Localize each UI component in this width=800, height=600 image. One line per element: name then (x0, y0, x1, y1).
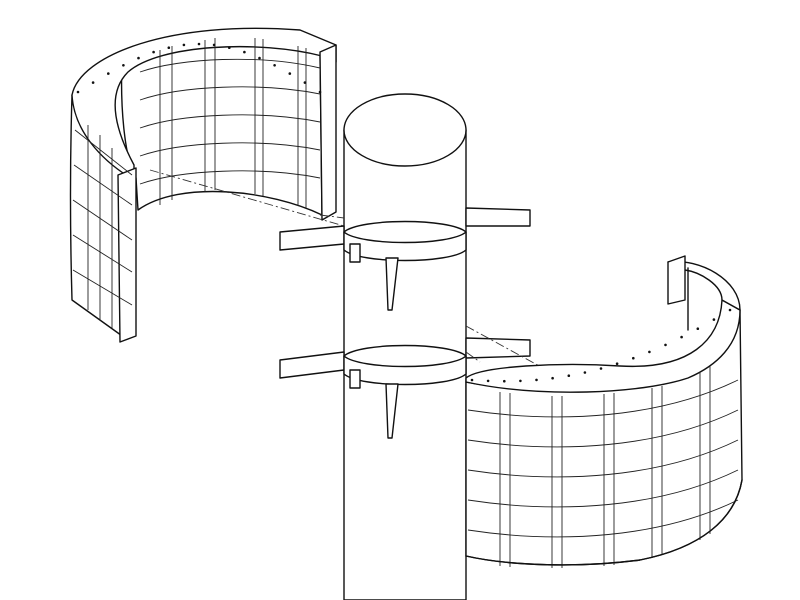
bolt-dot (696, 327, 700, 331)
bolt-dot (632, 356, 635, 360)
right-panel-bands (467, 379, 739, 538)
formwork-panel-right (465, 255, 743, 568)
bolt-dot (535, 378, 538, 382)
formwork-panel-left (69, 27, 337, 343)
bolt-dot (167, 46, 171, 49)
bolt-dot (728, 308, 732, 312)
bolt-dot (152, 50, 155, 54)
bolt-dot (212, 43, 216, 47)
bolt-dot (76, 90, 80, 94)
upper-clamp-band (343, 220, 467, 311)
bolt-dot (648, 350, 651, 354)
rim-bolts (76, 42, 732, 383)
bolt-dot (486, 379, 490, 383)
bolt-dot (664, 343, 667, 347)
bolt-dot (197, 42, 201, 46)
bolt-dot (258, 56, 261, 60)
clamp-rails (279, 207, 531, 379)
lower-clamp-band (343, 344, 467, 439)
bolt-dot (137, 56, 140, 60)
bolt-dot (228, 46, 231, 49)
bolt-dot (599, 367, 603, 370)
bolt-dot (583, 371, 587, 374)
bolt-dot (303, 81, 307, 84)
bolt-dot (503, 379, 506, 383)
bolt-dot (470, 378, 474, 382)
bolt-dot (680, 335, 683, 339)
bolt-dot (519, 379, 522, 383)
bolt-dot (182, 43, 186, 47)
bolt-dot (243, 50, 246, 54)
bolt-dot (122, 64, 125, 67)
bolt-dot (712, 318, 716, 321)
bolt-dot (551, 376, 554, 380)
bolt-dot (107, 72, 110, 75)
column (343, 93, 467, 600)
bolt-dot (318, 90, 322, 94)
left-panel-outer-grid (72, 125, 133, 328)
bolt-dot (567, 374, 571, 378)
bolt-dot (288, 72, 292, 75)
left-panel-ribs (139, 38, 321, 208)
bolt-dot (91, 81, 95, 84)
bolt-dot (615, 362, 619, 366)
bolt-dot (273, 64, 276, 67)
